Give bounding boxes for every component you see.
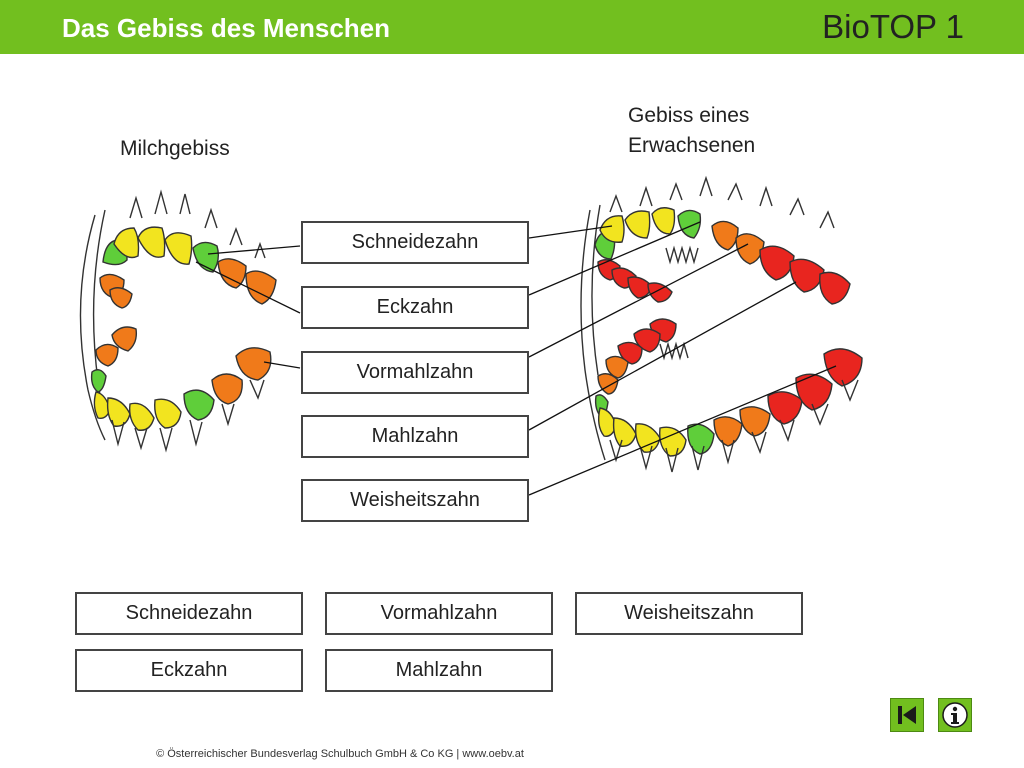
brand-logo: BioTOP 1: [822, 8, 964, 45]
drag-option-wisdom-tooth[interactable]: Weisheitszahn: [575, 592, 803, 635]
label-box-canine: Eckzahn: [301, 286, 529, 329]
label-box-incisor: Schneidezahn: [301, 221, 529, 264]
info-button[interactable]: [938, 698, 972, 732]
header-bar: Das Gebiss des Menschen BioTOP 1: [0, 0, 1024, 54]
label-box-wisdom-tooth: Weisheitszahn: [301, 479, 529, 522]
drag-option-premolar[interactable]: Vormahlzahn: [325, 592, 553, 635]
copyright-footer: © Österreichischer Bundesverlag Schulbuc…: [156, 748, 524, 760]
skip-back-icon: [898, 706, 916, 724]
milk-teeth-caption: Milchgebiss: [120, 137, 230, 160]
pointer-lines: [195, 221, 837, 496]
adult-teeth-caption-line2: Erwachsenen: [628, 134, 756, 157]
back-button[interactable]: [890, 698, 924, 732]
adult-teeth-caption-line1: Gebiss eines: [628, 104, 750, 127]
drag-option-canine[interactable]: Eckzahn: [75, 649, 303, 692]
adult-lower-row: [594, 318, 863, 473]
milk-lower-row: [90, 326, 272, 453]
drag-option-incisor[interactable]: Schneidezahn: [75, 592, 303, 635]
milk-upper-row: [99, 226, 277, 309]
info-icon: [942, 702, 968, 728]
label-box-premolar: Vormahlzahn: [301, 351, 529, 394]
label-box-molar: Mahlzahn: [301, 415, 529, 458]
adult-upper-row: [594, 207, 851, 305]
page-title: Das Gebiss des Menschen: [62, 13, 391, 43]
drag-option-molar[interactable]: Mahlzahn: [325, 649, 553, 692]
